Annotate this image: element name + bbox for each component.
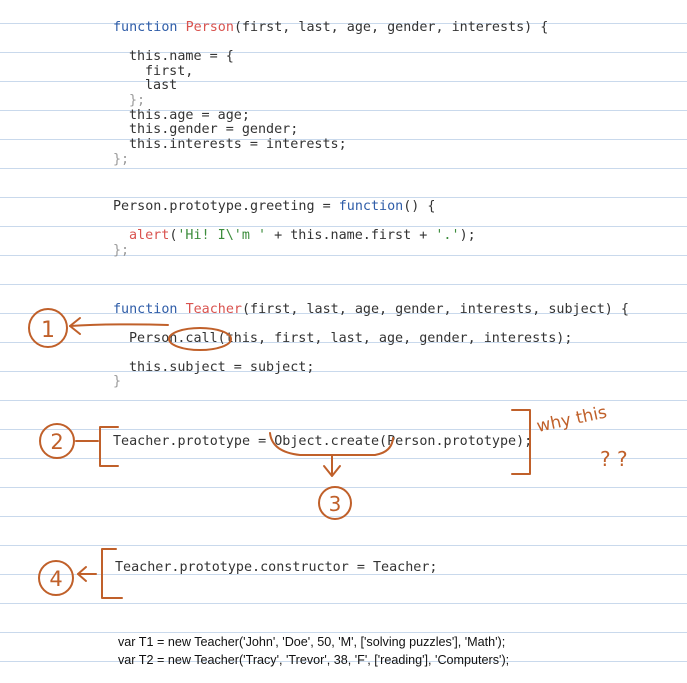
marker-4-label: 4 <box>49 567 62 591</box>
person-fn-close: }; <box>113 152 130 167</box>
person-name-close: }; <box>129 93 146 108</box>
annotation-marker-2: 2 <box>39 423 75 459</box>
teacher-call-line: Person.call(this, first, last, age, gend… <box>129 331 573 346</box>
greeting-close: }; <box>113 243 130 258</box>
alert-fn: alert <box>129 228 170 243</box>
teacher-constructor-line: Teacher.prototype.constructor = Teacher; <box>115 560 438 575</box>
greeting-head-pre: Person.prototype.greeting = <box>113 199 339 214</box>
arrow-4-head <box>77 566 87 582</box>
annotation-marker-3: 3 <box>318 486 352 520</box>
marker-2-label: 2 <box>50 430 63 454</box>
marker-1-label: 1 <box>41 318 55 343</box>
alert-str1: 'Hi! I\'m ' <box>177 228 267 243</box>
greeting-head: Person.prototype.greeting = function() { <box>113 199 436 215</box>
person-function-block: function Person(first, last, age, gender… <box>113 20 549 36</box>
person-fn-params: (first, last, age, gender, interests) { <box>233 20 549 35</box>
person-interests-line: this.interests = interests; <box>129 137 347 152</box>
marker-3-label: 3 <box>329 492 342 516</box>
keyword-function: function <box>113 302 178 317</box>
instance-t2: var T2 = new Teacher('Tracy', 'Trevor', … <box>118 653 510 667</box>
person-name-first: first, <box>145 64 194 79</box>
keyword-function: function <box>113 20 178 35</box>
instance-t1: var T1 = new Teacher('John', 'Doe', 50, … <box>118 635 506 649</box>
alert-str2: '.' <box>435 228 460 243</box>
person-age-line: this.age = age; <box>129 108 250 123</box>
annotation-marker-4: 4 <box>38 560 74 596</box>
greeting-head-post: () { <box>403 199 436 214</box>
note-why-this: why this <box>535 403 609 437</box>
teacher-prototype-line: Teacher.prototype = Object.create(Person… <box>113 434 533 449</box>
greeting-head-kw: function <box>338 199 404 214</box>
teacher-fn-close: } <box>113 374 122 389</box>
arrow-3-head <box>323 465 341 477</box>
annotation-marker-1: 1 <box>28 308 68 348</box>
person-name-last: last <box>145 78 178 93</box>
note-question-marks: ? ? <box>600 447 628 471</box>
alert-mid: + this.name.first + <box>266 228 436 243</box>
person-fn-name: Person <box>185 20 234 35</box>
teacher-fn-params: (first, last, age, gender, interests, su… <box>242 302 629 317</box>
greeting-alert-line: alert('Hi! I\'m ' + this.name.first + '.… <box>129 228 476 244</box>
alert-open: ( <box>169 228 178 243</box>
teacher-fn-head: function Teacher(first, last, age, gende… <box>113 302 629 318</box>
teacher-subject-line: this.subject = subject; <box>129 360 315 375</box>
teacher-fn-name: Teacher <box>185 302 242 317</box>
person-gender-line: this.gender = gender; <box>129 122 299 137</box>
person-name-open: this.name = { <box>129 49 234 64</box>
alert-close: ); <box>459 228 476 243</box>
